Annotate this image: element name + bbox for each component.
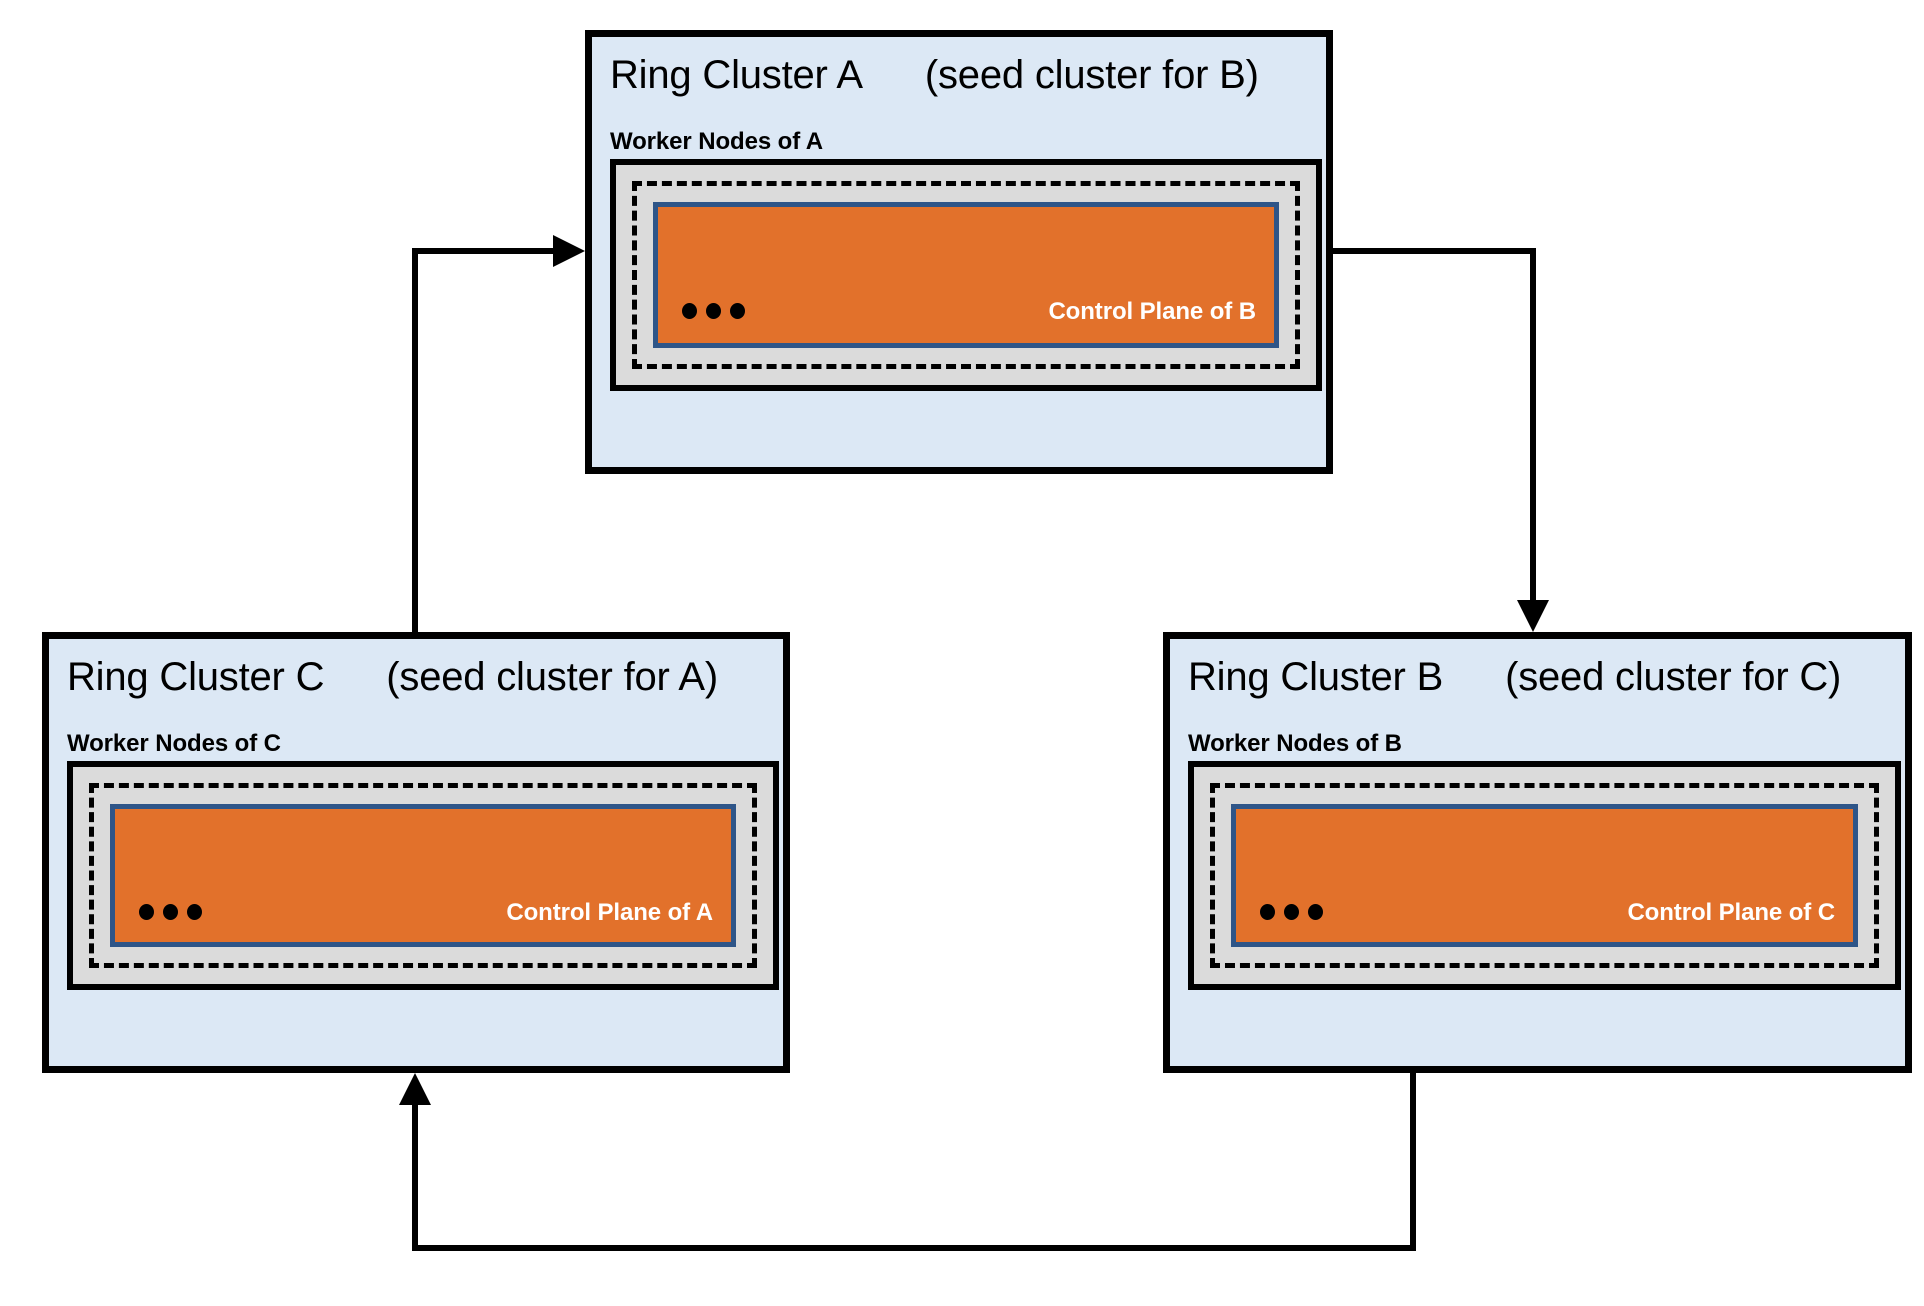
edge-c-to-a [412,235,585,632]
cluster-c-seed-note: (seed cluster for A) [386,655,718,699]
cluster-b-title: Ring Cluster B (seed cluster for C) [1188,655,1841,699]
arrowhead-into-cluster-b [1517,600,1549,632]
cluster-b-ellipsis-dots [1260,904,1323,920]
arrowhead-into-cluster-a [553,235,585,267]
cluster-a-title: Ring Cluster A (seed cluster for B) [610,53,1259,97]
edge-b-to-c [399,1073,1416,1251]
cluster-b-control-plane-label: Control Plane of C [1627,899,1835,926]
cluster-a-worker-label: Worker Nodes of A [610,128,823,155]
cluster-c-worker-label: Worker Nodes of C [67,730,281,757]
cluster-a-worker-band: Control Plane of B [610,159,1322,391]
cluster-a-control-plane[interactable]: Control Plane of B [653,202,1279,348]
cluster-a-name: Ring Cluster A [610,53,863,97]
cluster-a-seed-note: (seed cluster for B) [924,53,1259,97]
cluster-c-dashed-region: Control Plane of A [89,783,757,968]
ring-cluster-b[interactable]: Ring Cluster B (seed cluster for C) Worke… [1163,632,1912,1073]
cluster-b-control-plane[interactable]: Control Plane of C [1231,804,1858,947]
cluster-b-name: Ring Cluster B [1188,655,1444,699]
cluster-c-name: Ring Cluster C [67,655,325,699]
ring-cluster-c[interactable]: Ring Cluster C (seed cluster for A) Worke… [42,632,790,1073]
arrowhead-into-cluster-c [399,1073,431,1105]
cluster-c-worker-band: Control Plane of A [67,761,779,990]
edge-a-to-b [1333,248,1549,632]
cluster-b-dashed-region: Control Plane of C [1210,783,1879,968]
cluster-b-worker-band: Control Plane of C [1188,761,1901,990]
cluster-b-seed-note: (seed cluster for C) [1505,655,1842,699]
cluster-a-dashed-region: Control Plane of B [632,181,1300,369]
ring-cluster-a[interactable]: Ring Cluster A (seed cluster for B) Worke… [585,30,1333,474]
cluster-c-control-plane-label: Control Plane of A [506,899,713,926]
cluster-c-title: Ring Cluster C (seed cluster for A) [67,655,718,699]
cluster-c-control-plane[interactable]: Control Plane of A [110,804,736,947]
cluster-a-ellipsis-dots [682,303,745,319]
cluster-c-ellipsis-dots [139,904,202,920]
cluster-a-control-plane-label: Control Plane of B [1048,298,1256,325]
cluster-b-worker-label: Worker Nodes of B [1188,730,1402,757]
